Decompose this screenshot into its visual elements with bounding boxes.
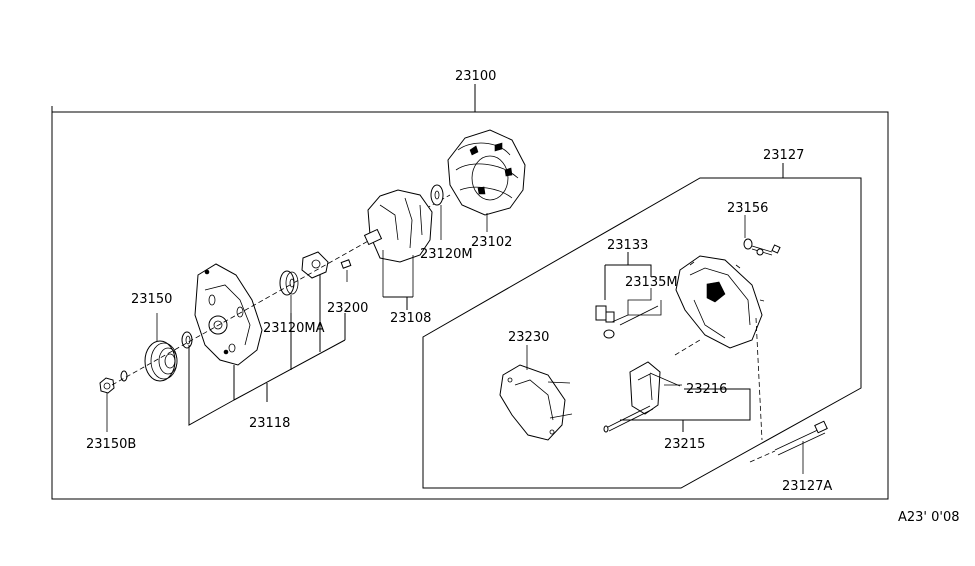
leader-23118 — [188, 275, 346, 426]
brush-screw-part — [603, 405, 654, 433]
label-sub-assembly: 23127 — [763, 148, 804, 163]
bracket-part — [499, 345, 573, 441]
stator-part — [447, 129, 526, 232]
sub-assembly-frame — [422, 163, 862, 489]
label-23120M: 23120M — [420, 247, 473, 262]
label-23102: 23102 — [471, 235, 512, 250]
washer-part — [120, 370, 128, 382]
screw-part — [340, 259, 352, 282]
label-23216: 23216 — [686, 382, 727, 397]
label-23200: 23200 — [327, 301, 368, 316]
rear-cover-part — [674, 255, 765, 441]
nut-part — [99, 377, 115, 432]
label-23118: 23118 — [249, 416, 290, 431]
rotor-part — [363, 189, 433, 310]
label-main-assembly: 23100 — [455, 69, 496, 84]
label-23135M: 23135M — [625, 275, 678, 290]
label-23120MA: 23120MA — [263, 321, 325, 336]
label-23230: 23230 — [508, 330, 549, 345]
front-bearing-part — [279, 270, 299, 313]
label-23215: 23215 — [664, 437, 705, 452]
brush-holder-part — [620, 361, 751, 432]
label-23133: 23133 — [607, 238, 648, 253]
pulley-part — [144, 313, 178, 382]
label-23156: 23156 — [727, 201, 768, 216]
terminal-part — [595, 252, 662, 339]
rear-bearing-part — [430, 184, 444, 240]
label-23150: 23150 — [131, 292, 172, 307]
main-assembly-frame — [51, 84, 889, 500]
label-23127A: 23127A — [782, 479, 832, 494]
spacer-part — [181, 331, 193, 349]
through-bolt-part — [749, 420, 828, 474]
retainer-plate-part — [301, 251, 329, 279]
terminal-bolt-part — [743, 215, 781, 256]
label-23108: 23108 — [390, 311, 431, 326]
front-housing-part — [194, 263, 263, 366]
figure-code: A23' 0'08 — [898, 510, 960, 525]
label-23150B: 23150B — [86, 437, 136, 452]
